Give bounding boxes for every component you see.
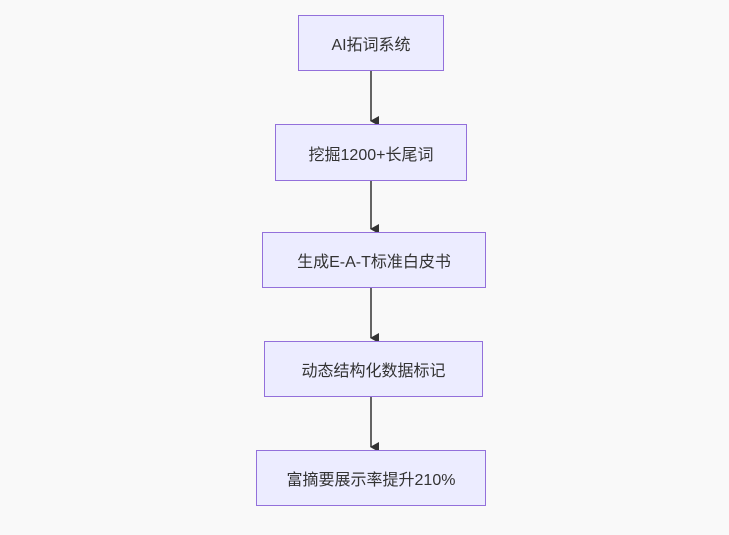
- flowchart-node-rich-snippet-result[interactable]: 富摘要展示率提升210%: [256, 450, 486, 506]
- node-label: AI拓词系统: [331, 37, 411, 54]
- flowchart-node-ai-word-system[interactable]: AI拓词系统: [298, 15, 444, 71]
- flowchart-node-structured-data[interactable]: 动态结构化数据标记: [264, 341, 483, 397]
- node-label: 挖掘1200+长尾词: [308, 146, 434, 164]
- node-label: 动态结构化数据标记: [301, 363, 446, 380]
- node-label: 生成E-A-T标准白皮书: [297, 254, 451, 271]
- flowchart-node-eat-whitepaper[interactable]: 生成E-A-T标准白皮书: [262, 232, 486, 288]
- node-label: 富摘要展示率提升210%: [286, 472, 456, 489]
- flowchart-node-longtail-mining[interactable]: 挖掘1200+长尾词: [275, 124, 467, 181]
